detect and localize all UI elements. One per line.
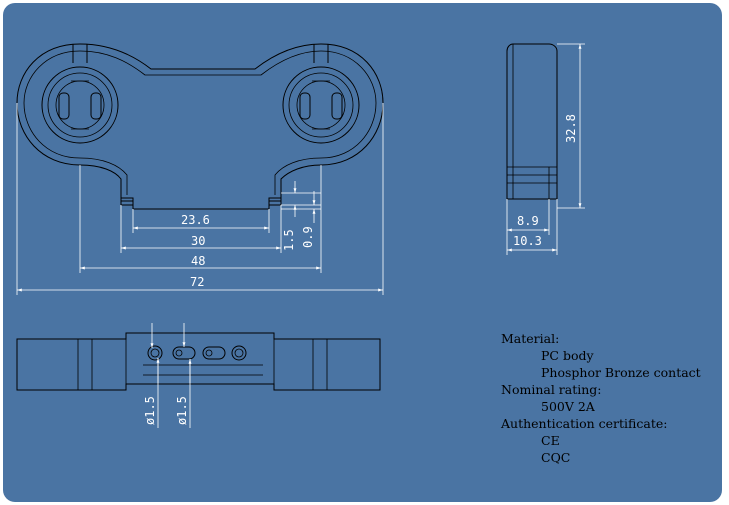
dim-label-30: 30: [191, 234, 205, 248]
right-lamp-socket: [282, 66, 360, 144]
side-view: [506, 43, 558, 200]
front-body-outline: [16, 43, 384, 210]
bottom-dimensions: ø1.5 ø1.5: [143, 323, 192, 428]
dim-label-10-3: 10.3: [513, 234, 542, 248]
dim-label-0-9: 0.9: [301, 226, 315, 248]
dim-label-dia-1: ø1.5: [143, 396, 157, 425]
side-dimensions: 32.8 8.9 10.3: [506, 43, 585, 255]
technical-drawing: 23.6 30 48 72 1.5 0.9 32.8 8.9 10.3: [16, 43, 701, 465]
left-lamp-socket: [41, 66, 119, 144]
bottom-contact-holes: [147, 345, 247, 361]
side-body-outline: [506, 43, 558, 200]
cert-label: Authentication certificate:: [500, 416, 667, 431]
bottom-view: [16, 332, 381, 391]
dim-label-1-5: 1.5: [282, 229, 296, 251]
dim-label-32-8: 32.8: [564, 114, 578, 143]
left-bottom-tab: [120, 197, 134, 206]
dim-label-8-9: 8.9: [517, 214, 539, 228]
spec-notes: Material: PC body Phosphor Bronze contac…: [500, 331, 701, 465]
right-top-slot: [313, 44, 329, 63]
cert-cqc: CQC: [541, 450, 570, 465]
dim-label-72: 72: [190, 275, 204, 289]
right-bottom-tab: [268, 197, 282, 206]
rating-value: 500V 2A: [541, 399, 596, 414]
drawing-sheet: 23.6 30 48 72 1.5 0.9 32.8 8.9 10.3: [3, 3, 722, 502]
front-view: [16, 43, 384, 210]
dim-label-48: 48: [191, 254, 205, 268]
front-dimensions: 23.6 30 48 72 1.5 0.9: [16, 103, 384, 295]
dim-label-23-6: 23.6: [181, 213, 210, 227]
rating-label: Nominal rating:: [501, 382, 602, 397]
material-label: Material:: [501, 331, 559, 346]
bottom-body-outline: [16, 332, 381, 391]
material-body: PC body: [541, 348, 594, 363]
cert-ce: CE: [541, 433, 560, 448]
dim-label-dia-2: ø1.5: [175, 396, 189, 425]
left-top-slot: [72, 44, 88, 63]
material-contact: Phosphor Bronze contact: [541, 365, 701, 380]
front-body-inner-outline: [23, 50, 377, 195]
